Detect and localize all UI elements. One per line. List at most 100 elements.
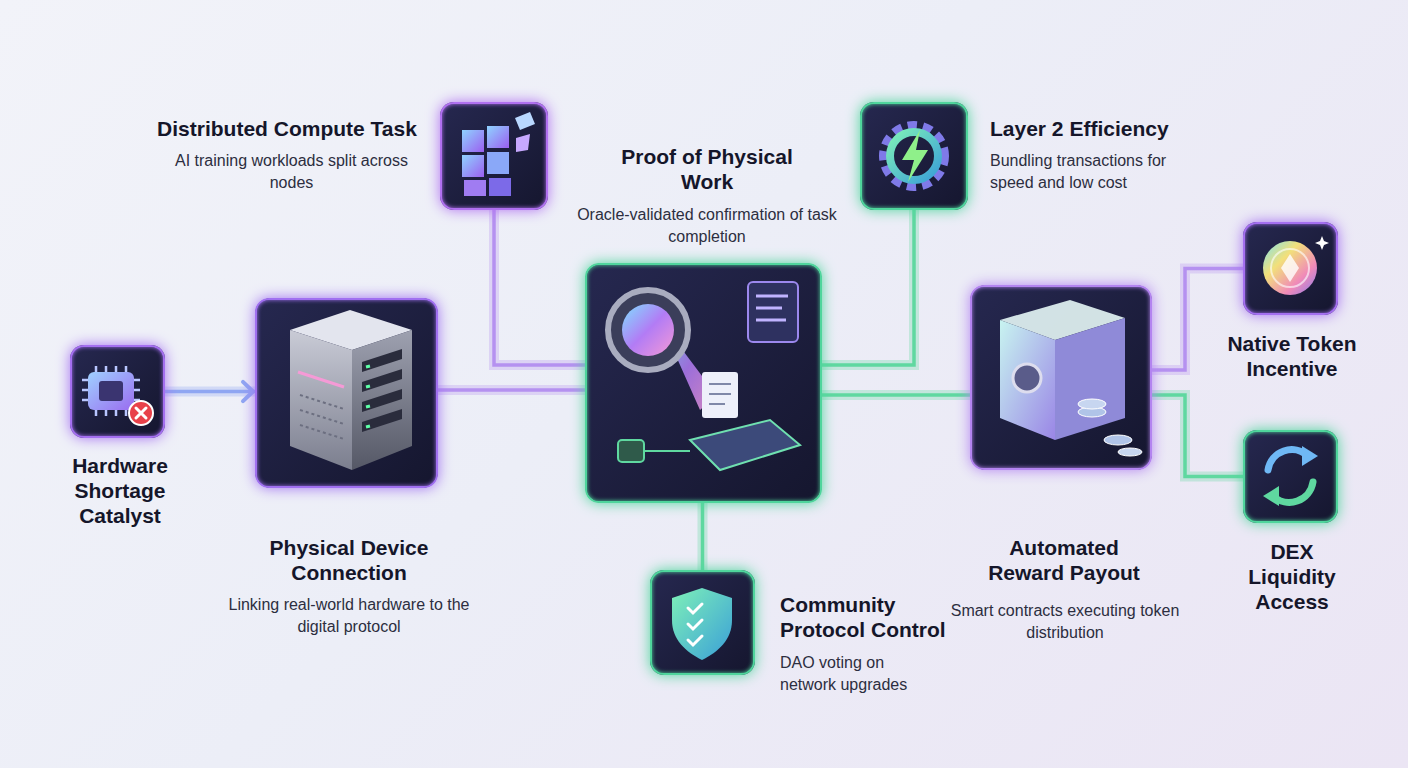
coin <box>1078 399 1106 409</box>
node-heading: Proof of Physical Work <box>612 144 802 194</box>
server-left <box>290 330 352 470</box>
lens-glass <box>622 304 674 356</box>
lightning <box>902 130 928 182</box>
connector-glow <box>822 390 970 400</box>
swap-head <box>1302 446 1318 466</box>
connector-line <box>1152 395 1243 477</box>
server-light <box>298 372 344 387</box>
connector-glow <box>494 210 585 365</box>
safe-front <box>1000 320 1055 440</box>
connector <box>438 390 585 391</box>
connector <box>702 503 703 570</box>
server-right <box>352 330 412 470</box>
tile-fill <box>970 285 1152 470</box>
swap-icon <box>1263 446 1318 506</box>
node-heading: Layer 2 Efficiency <box>990 116 1230 141</box>
tile-fills <box>70 102 1338 675</box>
node-heading: Automated Reward Payout <box>978 535 1150 585</box>
server-slots <box>362 349 402 432</box>
icon-tile: Layer 2 EfficiencyBundling transactions … <box>860 102 968 210</box>
server-leds <box>366 366 370 427</box>
safe-side <box>1055 318 1125 440</box>
token-mark <box>1281 254 1299 282</box>
server-icon <box>290 310 412 470</box>
tile-fill <box>860 102 968 210</box>
cube-shard <box>516 134 530 152</box>
fractured-cube-icon <box>462 112 535 196</box>
chip-icon <box>82 366 153 425</box>
connector-glow <box>698 503 708 570</box>
document <box>702 372 738 418</box>
connector-glow <box>438 385 585 395</box>
gear-icon <box>884 126 944 186</box>
verify-wire <box>644 450 690 452</box>
connector-line <box>822 393 970 397</box>
icon-tile: Community Protocol ControlDAO voting on … <box>650 570 755 675</box>
node-heading: DEX Liquidity Access <box>1232 539 1352 615</box>
cube-piece <box>462 130 484 152</box>
token-rim <box>1271 249 1309 287</box>
node-heading: Distributed Compute Task <box>137 116 437 141</box>
vault-icon <box>1000 300 1142 456</box>
coin <box>1118 448 1142 456</box>
cube-piece <box>487 126 509 148</box>
error-badge <box>129 401 153 425</box>
proof-lens-icon <box>608 282 800 470</box>
connector <box>165 382 255 401</box>
cube-piece <box>462 155 484 177</box>
node-description: Smart contracts executing token distribu… <box>945 600 1185 643</box>
coin <box>1104 435 1132 445</box>
connector-glow <box>165 387 255 397</box>
sparkle <box>1315 236 1329 250</box>
tile-fill <box>440 102 548 210</box>
screen-lines <box>756 296 788 320</box>
verify-chip <box>618 440 644 462</box>
icon-tile: Distributed Compute TaskAI training work… <box>440 102 548 210</box>
tile-fill <box>585 263 822 503</box>
connector-line <box>494 210 585 365</box>
node-description: Oracle-validated confirmation of task co… <box>570 204 844 247</box>
tile-fill <box>1243 430 1338 523</box>
shield <box>672 588 732 660</box>
connector <box>1152 395 1243 477</box>
shield-icon <box>672 588 732 660</box>
lens-ring <box>608 290 688 370</box>
swap-head <box>1263 486 1279 506</box>
node-heading: Hardware Shortage Catalyst <box>60 453 180 529</box>
node-description: AI training workloads split across nodes <box>174 150 409 193</box>
safe-dial <box>1013 364 1041 392</box>
icon-tile: Hardware Shortage Catalyst <box>70 345 165 438</box>
connector <box>494 210 585 365</box>
connector-glow <box>1152 395 1243 477</box>
chip-core <box>99 381 123 401</box>
icon-tile: Automated Reward PayoutSmart contracts e… <box>970 285 1152 470</box>
check-marks <box>688 604 702 645</box>
connector <box>822 210 914 365</box>
error-cross <box>136 408 146 418</box>
cube-piece <box>464 180 486 196</box>
tile-fill <box>650 570 755 675</box>
icon-tile: Proof of Physical WorkOracle-validated c… <box>585 263 822 503</box>
platform <box>690 420 800 470</box>
node-heading: Physical Device Connection <box>249 535 449 585</box>
node-heading: Native Token Incentive <box>1214 331 1370 381</box>
connector-line <box>165 390 255 394</box>
server-vent <box>300 395 344 439</box>
gear-teeth <box>884 126 944 186</box>
cube-piece <box>489 178 511 196</box>
chip-body <box>88 372 134 410</box>
token-coin <box>1263 241 1317 295</box>
connector <box>822 395 970 396</box>
node-description: DAO voting on network upgrades <box>780 652 930 695</box>
icon-tile: Physical Device ConnectionLinking real-w… <box>255 298 438 488</box>
tile-fill <box>1243 222 1338 315</box>
node-description: Bundling transactions for speed and low … <box>990 150 1210 193</box>
connector-glow <box>822 210 914 365</box>
cube-piece <box>487 152 509 174</box>
icon-tile: Native Token Incentive <box>1243 222 1338 315</box>
connector-line <box>822 210 914 365</box>
token-coin-icon <box>1263 236 1329 295</box>
document-lines <box>709 384 731 404</box>
